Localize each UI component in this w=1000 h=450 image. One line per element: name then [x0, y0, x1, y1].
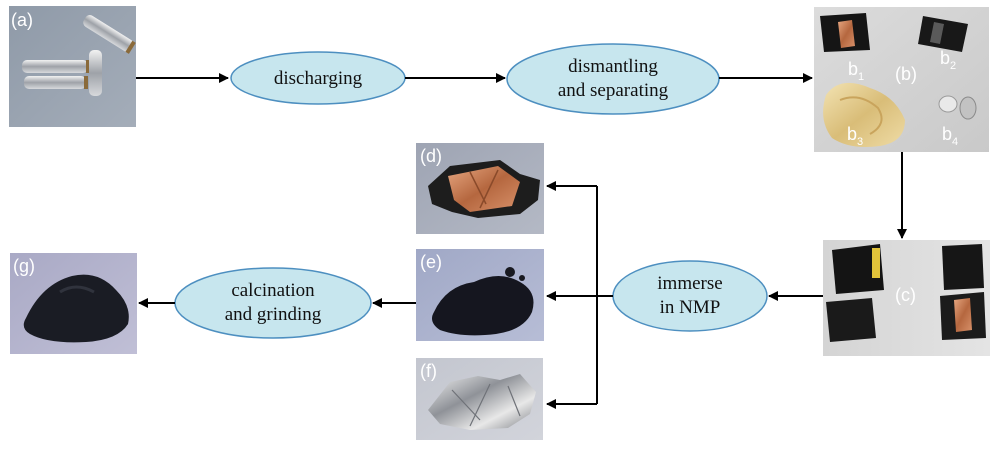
- branch-connector: [596, 186, 613, 404]
- label-b2: b2: [940, 48, 956, 72]
- battery-cell: [22, 60, 90, 73]
- label-b4: b4: [942, 124, 958, 148]
- step-dismantling-label-2: and separating: [558, 80, 669, 101]
- label-b3: b3: [847, 124, 863, 148]
- photo-a-batteries: (a): [9, 6, 136, 127]
- label-b1: b1: [848, 59, 864, 83]
- casing-pieces-b4: [938, 95, 977, 120]
- photo-f-aluminum-foil: (f): [416, 358, 543, 440]
- photo-b-label: (b): [895, 64, 917, 84]
- photo-d-copper-foil: (d): [416, 143, 544, 234]
- arrows: [136, 73, 907, 409]
- step-calcination-label-2: and grinding: [225, 304, 322, 325]
- electrode-roll-b1: [820, 13, 870, 52]
- step-immerse-label-1: immerse: [657, 273, 722, 294]
- step-discharging: discharging: [230, 51, 406, 105]
- step-calcination-label-1: calcination: [231, 280, 315, 301]
- photo-d-label: (d): [420, 146, 442, 166]
- step-discharging-label: discharging: [274, 68, 363, 89]
- photo-e-label: (e): [420, 252, 442, 272]
- step-immerse-nmp: immerse in NMP: [612, 260, 768, 332]
- photo-g-label: (g): [13, 256, 35, 276]
- electrode-roll-b2: [918, 16, 968, 52]
- step-dismantling-label-1: dismantling: [568, 56, 658, 77]
- battery-cell: [89, 50, 102, 96]
- step-calcination-grinding: calcination and grinding: [174, 267, 372, 339]
- photo-b-dismantled-parts: (b) b1 b2 b3 b4: [814, 7, 989, 152]
- photo-g-calcined-powder: (g): [10, 253, 137, 354]
- battery-cell: [24, 76, 88, 89]
- photo-f-label: (f): [420, 361, 437, 381]
- photo-c-label: (c): [895, 285, 916, 305]
- photo-c-electrode-sheets: (c): [823, 240, 990, 356]
- photo-a-label: (a): [11, 10, 33, 30]
- step-immerse-label-2: in NMP: [660, 297, 721, 318]
- step-dismantling-separating: dismantling and separating: [506, 43, 720, 115]
- photo-e-black-powder: (e): [416, 249, 544, 341]
- separator-film-b3: [823, 82, 905, 147]
- battery-cell: [83, 15, 136, 54]
